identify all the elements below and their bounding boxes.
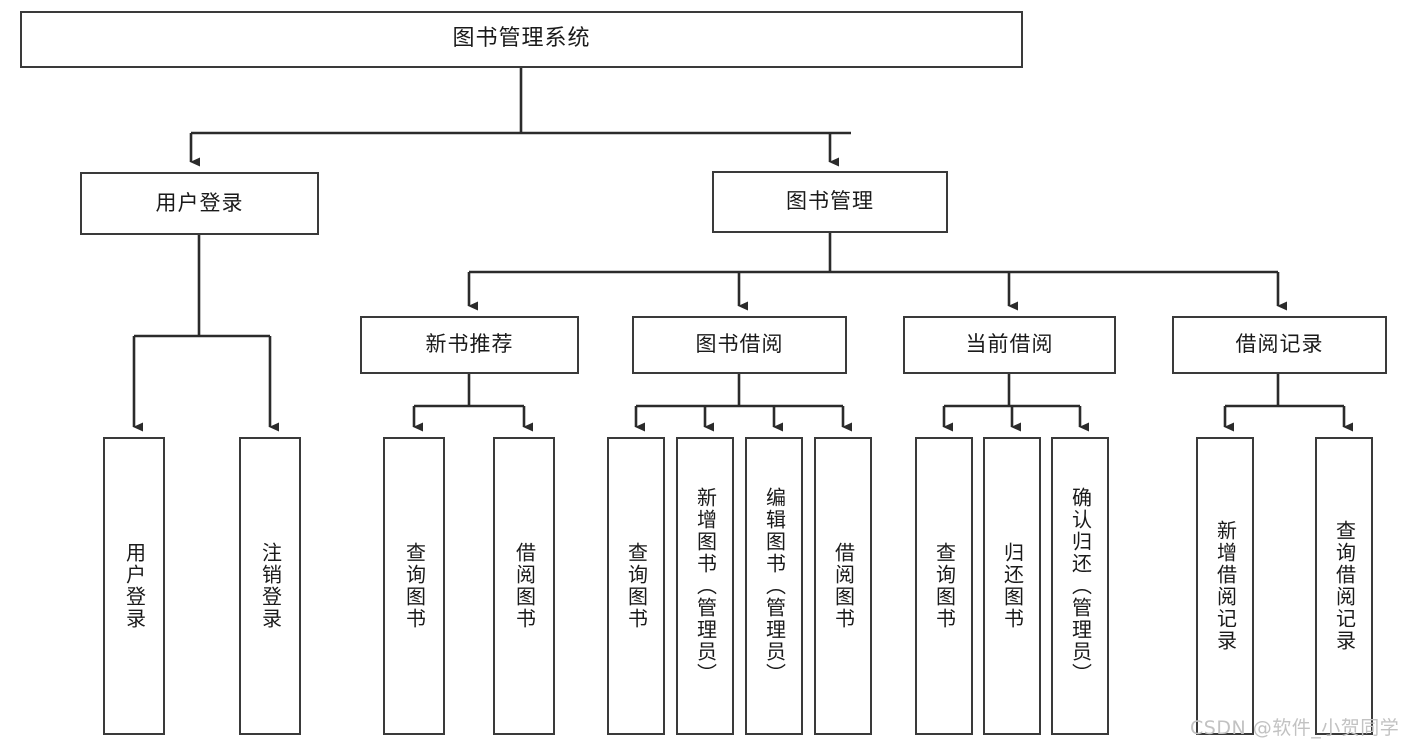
- leaf-label: 查询图书: [402, 542, 427, 630]
- leaf-label: 借阅图书: [512, 542, 537, 630]
- leaf-label: 归还图书: [1000, 542, 1025, 630]
- node-new-book-recommend[interactable]: 新书推荐: [360, 316, 579, 374]
- node-root-library-management-system[interactable]: 图书管理系统: [20, 11, 1023, 68]
- node-leaf-query-book-borrow[interactable]: 查询图书: [607, 437, 665, 735]
- leaf-label: 查询借阅记录: [1332, 520, 1357, 652]
- leaf-label: 用户登录: [122, 542, 147, 630]
- leaf-label: 查询图书: [624, 542, 649, 630]
- node-leaf-user-login[interactable]: 用户登录: [103, 437, 165, 735]
- leaf-label: 借阅图书: [831, 542, 856, 630]
- node-leaf-query-borrow-record[interactable]: 查询借阅记录: [1315, 437, 1373, 735]
- node-leaf-confirm-return[interactable]: 确认归还（管理员）: [1051, 437, 1109, 735]
- node-leaf-query-book-recommend[interactable]: 查询图书: [383, 437, 445, 735]
- node-leaf-add-borrow-record[interactable]: 新增借阅记录: [1196, 437, 1254, 735]
- node-borrow-record[interactable]: 借阅记录: [1172, 316, 1387, 374]
- node-user-login[interactable]: 用户登录: [80, 172, 319, 235]
- node-book-borrow[interactable]: 图书借阅: [632, 316, 847, 374]
- node-leaf-borrow-book[interactable]: 借阅图书: [814, 437, 872, 735]
- node-leaf-borrow-book-recommend[interactable]: 借阅图书: [493, 437, 555, 735]
- leaf-label: 查询图书: [932, 542, 957, 630]
- node-leaf-query-book-current[interactable]: 查询图书: [915, 437, 973, 735]
- node-current-borrow[interactable]: 当前借阅: [903, 316, 1116, 374]
- leaf-label: 新增图书（管理员）: [693, 487, 718, 685]
- node-leaf-edit-book[interactable]: 编辑图书（管理员）: [745, 437, 803, 735]
- leaf-label: 确认归还（管理员）: [1068, 487, 1093, 685]
- leaf-label: 新增借阅记录: [1213, 520, 1238, 652]
- leaf-label: 注销登录: [258, 542, 283, 630]
- leaf-label: 编辑图书（管理员）: [762, 487, 787, 685]
- node-leaf-logout[interactable]: 注销登录: [239, 437, 301, 735]
- node-leaf-return-book[interactable]: 归还图书: [983, 437, 1041, 735]
- node-book-management[interactable]: 图书管理: [712, 171, 948, 233]
- node-leaf-add-book[interactable]: 新增图书（管理员）: [676, 437, 734, 735]
